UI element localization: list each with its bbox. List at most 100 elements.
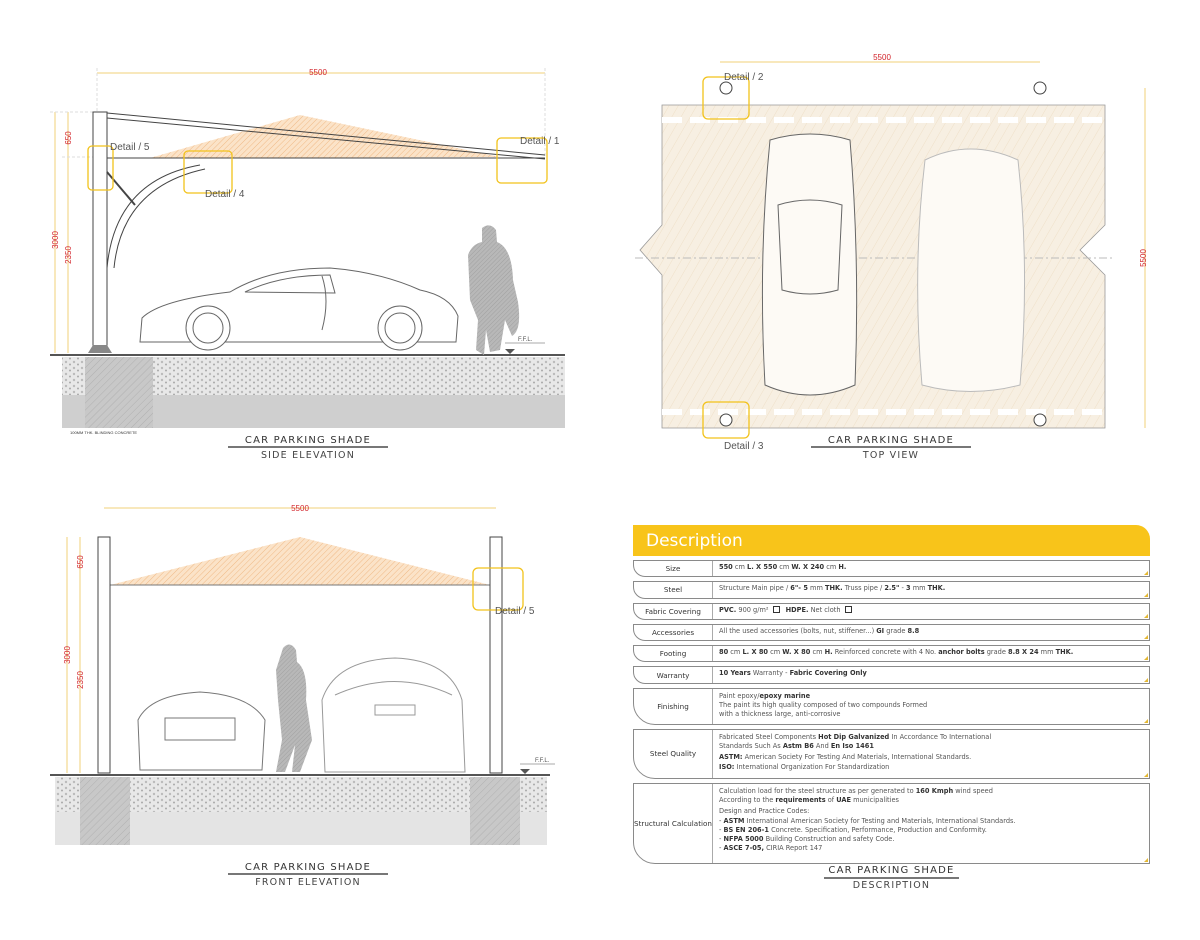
checkbox[interactable]	[844, 606, 852, 614]
text: cm	[732, 563, 748, 571]
emphasis-text: 6"- 5	[790, 584, 808, 593]
emphasis-text: requirements	[775, 795, 826, 804]
row-value: Structure Main pipe / 6"- 5 mm THK. Trus…	[713, 582, 1149, 597]
column-top	[719, 413, 733, 427]
text: cm	[824, 563, 839, 571]
row-value: 550 cm L. X 550 cm W. X 240 cm H.	[713, 561, 1149, 576]
text: Calculation load for the steel structure…	[719, 786, 916, 795]
emphasis-text: NFPA 5000	[723, 835, 764, 844]
fabric-cover	[150, 115, 500, 158]
text: Concrete. Specification, Performance, Pr…	[768, 825, 987, 834]
emphasis-text: 2.5"	[884, 584, 900, 593]
front-width-dimension: 5500	[291, 504, 309, 513]
text: Structure Main pipe /	[719, 584, 791, 593]
emphasis-text: En Iso 1461	[830, 741, 874, 750]
emphasis-text: ISO:	[719, 762, 735, 771]
car-side-view	[139, 267, 459, 351]
column-top	[1033, 413, 1047, 427]
emphasis-text: BS EN 206-1	[723, 825, 769, 834]
text: of	[825, 795, 837, 804]
text: mm	[910, 584, 928, 593]
text: Truss pipe /	[842, 584, 885, 593]
column	[489, 536, 503, 774]
emphasis-text: GI	[876, 626, 885, 635]
detail-3-label: Detail / 3	[724, 441, 764, 452]
side-total-height-dimension: 3000	[51, 231, 60, 249]
column	[97, 536, 111, 774]
text: Design and Practice Codes:	[719, 807, 810, 816]
row-value: 80 cm L. X 80 cm W. X 80 cm H. Reinforce…	[713, 646, 1149, 661]
emphasis-text: 550	[719, 563, 733, 571]
text: mm	[1038, 648, 1056, 657]
text: Reinforced concrete with 4 No.	[832, 648, 939, 657]
text: grade	[984, 648, 1008, 657]
emphasis-text: L. X 550	[747, 563, 778, 571]
front-elevation-title: CAR PARKING SHADE	[245, 862, 371, 873]
emphasis-text: THK.	[927, 584, 946, 593]
column-top	[719, 81, 733, 95]
top-view-subtitle: TOP VIEW	[862, 450, 919, 461]
row-value: Calculation load for the steel structure…	[713, 784, 1149, 863]
top-view-title: CAR PARKING SHADE	[828, 435, 954, 446]
row-label: Footing	[634, 646, 713, 662]
side-ffl-label: F.F.L.	[518, 337, 533, 343]
text: American Society For Testing And Materia…	[742, 753, 972, 762]
emphasis-text: PVC.	[719, 605, 737, 614]
emphasis-text: ASCE 7-05,	[723, 844, 764, 853]
text: municipalities	[850, 795, 899, 804]
description-row: Structural Calculation Calculation load f…	[633, 782, 1150, 864]
front-lower-dimension: 2350	[76, 671, 85, 689]
emphasis-text: 80	[719, 648, 729, 657]
emphasis-text: L. X 80	[742, 648, 768, 657]
corner-mark-icon	[1144, 613, 1148, 618]
person-silhouette	[276, 644, 312, 772]
text: with a thickness large, anti-corrosive	[719, 710, 841, 719]
text: Paint epoxy/	[719, 691, 760, 700]
side-elevation-title: CAR PARKING SHADE	[245, 435, 371, 446]
side-elevation-drawing: 5500 3000 650 2350 100MM THK. BLINDING C…	[50, 68, 565, 461]
text: CIRIA Report 147	[763, 844, 823, 853]
corner-mark-icon	[1144, 592, 1148, 597]
column	[92, 111, 108, 353]
row-label: Fabric Covering	[634, 603, 713, 619]
row-value: All the used accessories (bolts, nut, st…	[713, 625, 1149, 640]
corner-mark-icon	[1144, 772, 1148, 777]
emphasis-text: W. X 80	[782, 648, 811, 657]
row-label: Structural Calculation	[634, 783, 713, 863]
shade-footprint	[639, 104, 1106, 429]
footing	[85, 357, 153, 428]
text: -	[719, 816, 724, 825]
front-upper-dimension: 650	[76, 555, 85, 569]
row-label: Steel	[634, 582, 713, 598]
side-elevation-subtitle: SIDE ELEVATION	[261, 450, 355, 461]
row-label: Size	[634, 561, 713, 577]
side-width-dimension: 5500	[309, 68, 327, 77]
front-elevation-subtitle: FRONT ELEVATION	[255, 877, 361, 888]
car-rear-view	[137, 691, 266, 771]
top-view-drawing: 5500 5500 Detail / 2 Detail / 3 CAR PARK…	[635, 53, 1148, 461]
top-width-dimension: 5500	[873, 53, 891, 62]
fabric-cover	[110, 537, 490, 585]
corner-mark-icon	[1144, 656, 1148, 661]
car-rear-view	[321, 657, 466, 773]
checkbox[interactable]	[772, 606, 780, 614]
text: cm	[768, 648, 783, 657]
side-upper-dimension: 650	[64, 131, 73, 145]
emphasis-text: THK.	[1055, 648, 1074, 657]
emphasis-text: ASTM:	[719, 753, 743, 762]
row-value: PVC. 900 g/m² HDPE. Net cloth	[713, 604, 1149, 619]
column-top	[1033, 81, 1047, 95]
detail-5-label: Detail / 5	[110, 142, 150, 153]
emphasis-text: 8.8	[907, 626, 920, 635]
text: 900 g/m²	[736, 605, 769, 614]
text: -	[719, 844, 724, 853]
description-header: Description	[633, 525, 1150, 556]
emphasis-text: W. X 240	[791, 563, 825, 571]
text: cm	[728, 648, 743, 657]
text: Building Construction and safety Code.	[763, 835, 895, 844]
